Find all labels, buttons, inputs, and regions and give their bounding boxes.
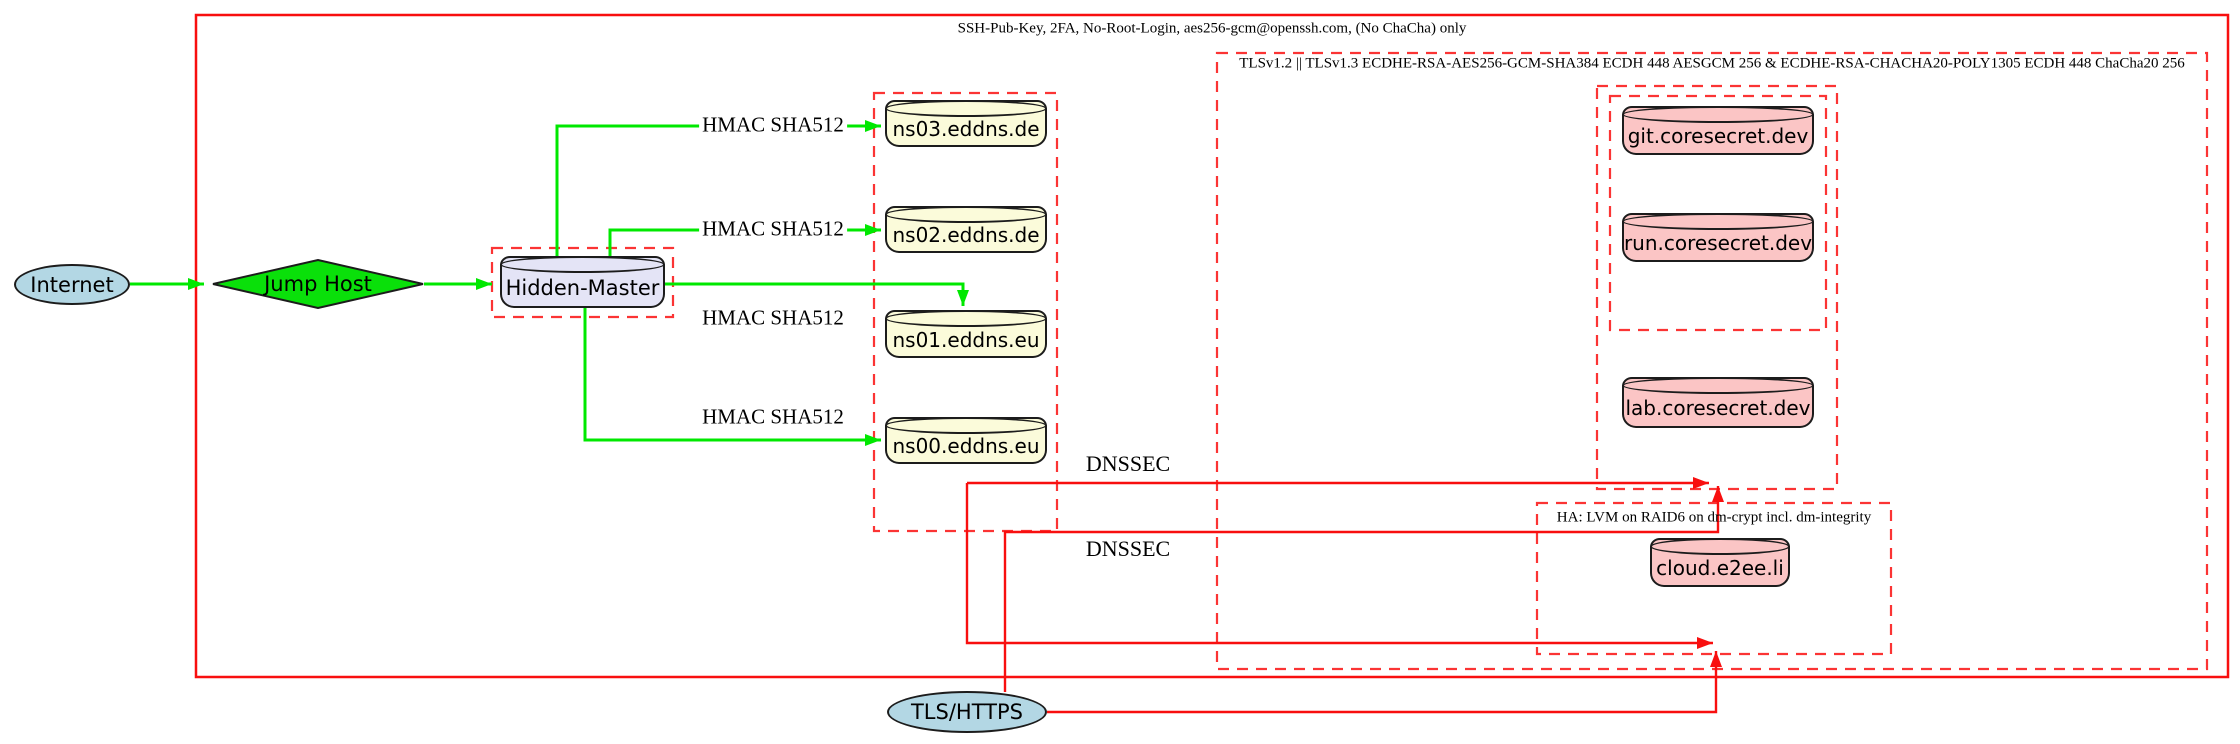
cylinder-lid	[1622, 106, 1814, 123]
edge-hiddenmaster-ns03	[555, 120, 881, 262]
cylinder-lid	[500, 256, 665, 273]
edge-label-hmac-4: HMAC SHA512	[699, 404, 847, 430]
cylinder-lid	[885, 206, 1047, 223]
edge-hiddenmaster-ns01	[663, 282, 969, 306]
node-ns03: ns03.eddns.de	[885, 100, 1047, 147]
cluster-tls-box	[1215, 51, 2209, 671]
edge-hiddenmaster-ns00	[583, 304, 881, 446]
node-hidden-master-label: Hidden-Master	[505, 275, 660, 300]
node-git: git.coresecret.dev	[1622, 106, 1814, 155]
edge-label-dnssec-2: DNSSEC	[1085, 536, 1171, 561]
edge-label-hmac-3: HMAC SHA512	[699, 305, 847, 331]
edge-tlshttps-ha	[1047, 651, 1722, 714]
cluster-ssh-box	[194, 13, 2230, 679]
node-run: run.coresecret.dev	[1622, 213, 1814, 262]
node-git-label: git.coresecret.dev	[1627, 124, 1809, 148]
edge-label-hmac-2: HMAC SHA512	[699, 216, 847, 242]
cylinder-lid	[1650, 538, 1790, 555]
node-hidden-master: Hidden-Master	[500, 256, 665, 308]
edge-tlshttps-coresecret	[1003, 486, 1724, 692]
edge-label-hmac-1: HMAC SHA512	[699, 112, 847, 138]
node-internet-label: Internet	[30, 272, 114, 297]
node-tls-https-label: TLS/HTTPS	[910, 700, 1023, 724]
cylinder-lid	[1622, 213, 1814, 230]
cluster-eddns-box	[872, 91, 1059, 533]
node-ns03-label: ns03.eddns.de	[892, 117, 1040, 141]
cylinder-lid	[885, 417, 1047, 434]
node-lab: lab.coresecret.dev	[1622, 377, 1814, 428]
node-internet: Internet	[14, 264, 130, 305]
node-ns01: ns01.eddns.eu	[885, 310, 1047, 358]
node-ns00: ns00.eddns.eu	[885, 417, 1047, 464]
node-ns00-label: ns00.eddns.eu	[892, 434, 1040, 458]
node-tls-https: TLS/HTTPS	[887, 691, 1047, 733]
node-cloud-label: cloud.e2ee.li	[1656, 556, 1784, 580]
cylinder-lid	[885, 100, 1047, 117]
node-run-label: run.coresecret.dev	[1623, 231, 1813, 255]
cluster-ssh-label: SSH-Pub-Key, 2FA, No-Root-Login, aes256-…	[957, 20, 1467, 37]
node-ns01-label: ns01.eddns.eu	[892, 327, 1040, 352]
cylinder-lid	[885, 310, 1047, 327]
cluster-gitrun-inner-box	[1608, 94, 1828, 332]
cluster-tls-label: TLSv1.2 || TLSv1.3 ECDHE-RSA-AES256-GCM-…	[1239, 55, 2185, 72]
cylinder-lid	[1622, 377, 1814, 394]
edge-dnssec-2	[965, 483, 1713, 649]
node-cloud: cloud.e2ee.li	[1650, 538, 1790, 587]
cluster-ha-box	[1535, 501, 1893, 656]
diamond-shape	[212, 259, 424, 309]
node-jump-host: Jump Host	[212, 259, 424, 309]
node-ns02: ns02.eddns.de	[885, 206, 1047, 253]
edge-label-dnssec-1: DNSSEC	[1085, 451, 1171, 476]
node-ns02-label: ns02.eddns.de	[892, 223, 1040, 247]
cluster-ha-label: HA: LVM on RAID6 on dm-crypt incl. dm-in…	[1556, 509, 1872, 526]
node-jump-host-label: Jump Host	[264, 272, 372, 296]
node-lab-label: lab.coresecret.dev	[1625, 396, 1811, 420]
